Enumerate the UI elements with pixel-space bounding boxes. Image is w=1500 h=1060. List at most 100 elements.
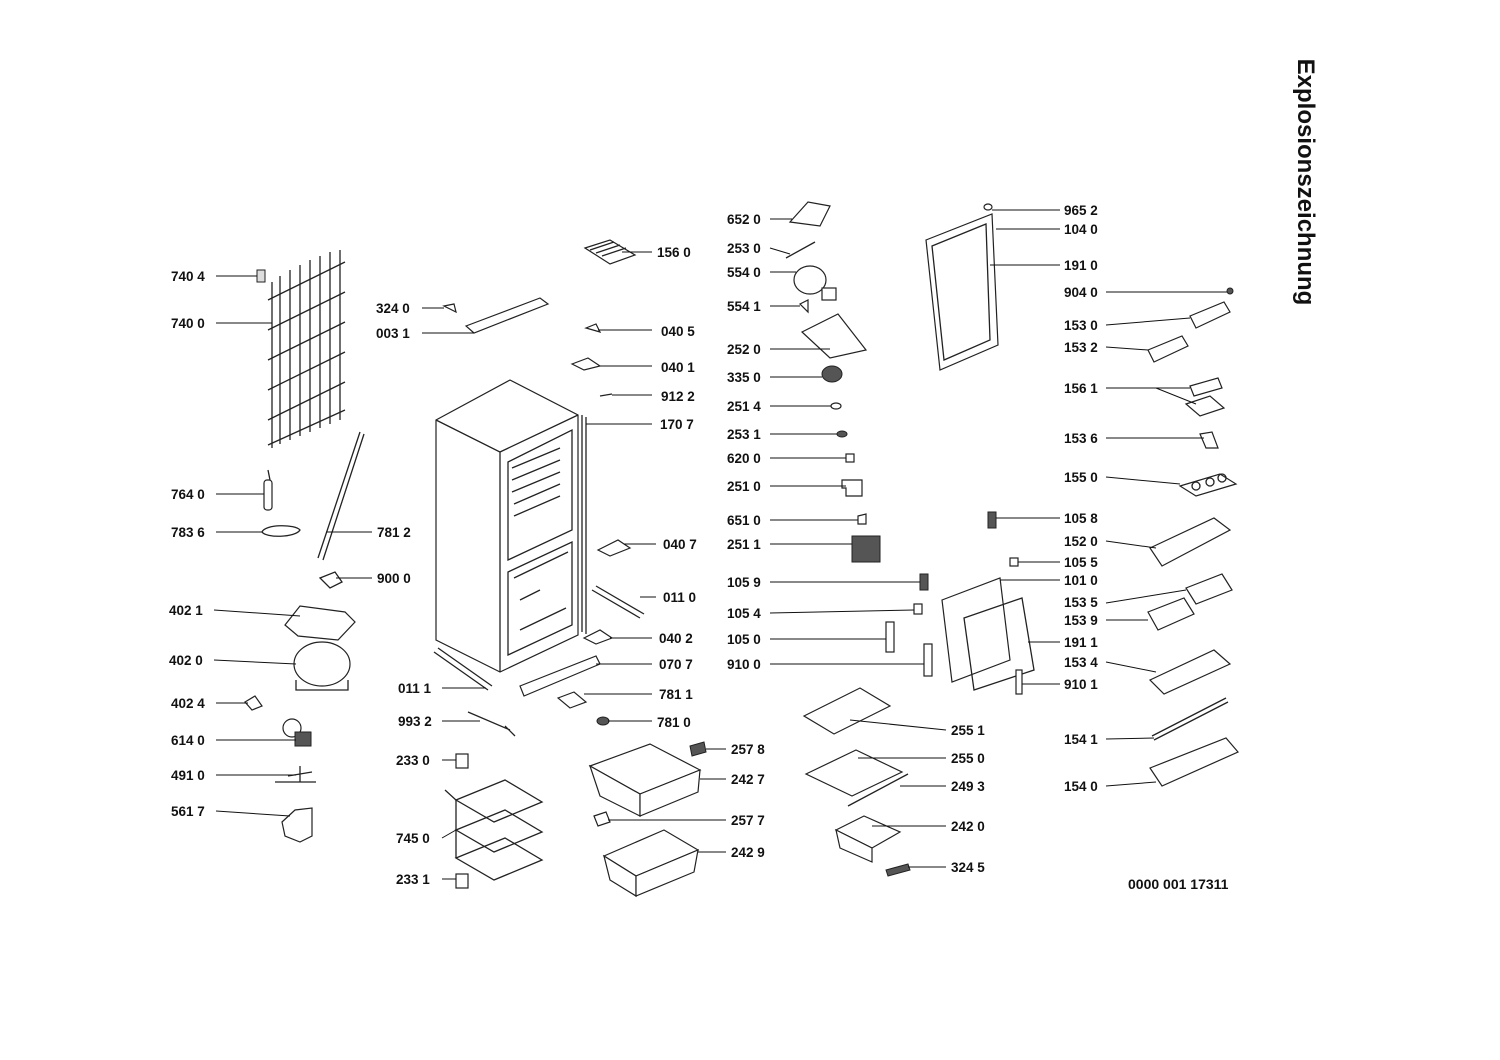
bracket-402-4 <box>244 695 263 711</box>
clip-900 <box>318 571 343 589</box>
part-965-2 <box>983 203 993 211</box>
callout-781-2: 781 2 <box>377 525 411 540</box>
drawer-242-7 <box>588 743 702 817</box>
rail-011-0 <box>591 585 645 619</box>
cover-561 <box>281 807 313 843</box>
shelf-153-0 <box>1189 301 1231 329</box>
callout-105-8: 105 8 <box>1064 511 1098 526</box>
cabinet <box>435 379 579 673</box>
part-910-0 <box>923 643 933 677</box>
callout-910-0: 910 0 <box>727 657 761 672</box>
callout-764-0: 764 0 <box>171 487 205 502</box>
wire-shelves-745 <box>444 779 544 881</box>
part-105-9 <box>919 573 929 591</box>
callout-070-7: 070 7 <box>659 657 693 672</box>
part-040-2 <box>582 629 614 645</box>
part-652-0 <box>788 201 831 227</box>
callout-740-4: 740 4 <box>171 269 205 284</box>
door-104 <box>925 213 999 371</box>
box-242-0 <box>834 815 902 863</box>
part-105-8 <box>987 511 997 529</box>
callout-745-0: 745 0 <box>396 831 430 846</box>
callout-255-1: 255 1 <box>951 723 985 738</box>
part-554-0 <box>793 265 837 301</box>
part-251-4 <box>830 402 842 410</box>
part-040-1 <box>570 357 602 371</box>
callout-253-1: 253 1 <box>727 427 761 442</box>
door-101 <box>941 577 1035 691</box>
part-153-6 <box>1199 431 1219 449</box>
leader-lines <box>213 209 1227 880</box>
part-324-5 <box>885 863 911 877</box>
shelf-154-0 <box>1149 737 1239 787</box>
callout-335-0: 335 0 <box>727 370 761 385</box>
part-781-1 <box>556 691 588 709</box>
callout-153-6: 153 6 <box>1064 431 1098 446</box>
callout-491-0: 491 0 <box>171 768 205 783</box>
shelf-153-5 <box>1185 573 1233 605</box>
callout-011-1: 011 1 <box>398 681 432 696</box>
callout-040-1: 040 1 <box>661 360 695 375</box>
part-257-8 <box>689 741 707 757</box>
callout-912-2: 912 2 <box>661 389 695 404</box>
part-105-5 <box>1009 557 1019 567</box>
callout-labels: 740 4 740 0 764 0 783 6 402 1 402 0 402 … <box>169 203 1098 887</box>
relay <box>282 718 312 747</box>
callout-620-0: 620 0 <box>727 451 761 466</box>
callout-910-1: 910 1 <box>1064 677 1098 692</box>
callout-233-0: 233 0 <box>396 753 430 768</box>
callout-252-0: 252 0 <box>727 342 761 357</box>
callout-324-5: 324 5 <box>951 860 985 875</box>
part-252-0 <box>800 313 868 359</box>
starter-491 <box>275 766 316 783</box>
door-seal-170 <box>581 415 587 634</box>
callout-040-2: 040 2 <box>659 631 693 646</box>
callout-402-4: 402 4 <box>171 696 205 711</box>
part-781-0 <box>596 716 610 726</box>
callout-156-1: 156 1 <box>1064 381 1098 396</box>
shelf-255-1 <box>802 687 892 735</box>
callout-105-5: 105 5 <box>1064 555 1098 570</box>
callout-965-2: 965 2 <box>1064 203 1098 218</box>
callout-105-9: 105 9 <box>727 575 761 590</box>
part-drawings <box>244 201 1239 898</box>
part-105-0 <box>885 621 895 653</box>
drawer-242-9 <box>602 829 700 898</box>
callout-257-8: 257 8 <box>731 742 765 757</box>
rail-011-1 <box>433 647 493 691</box>
egg-tray-155-0 <box>1178 473 1238 497</box>
shelf-152-0 <box>1149 517 1232 567</box>
part-993-2 <box>467 711 516 737</box>
callout-153-2: 153 2 <box>1064 340 1098 355</box>
callout-253-0: 253 0 <box>727 241 761 256</box>
part-904-0 <box>1226 287 1234 295</box>
callout-324-0: 324 0 <box>376 301 410 316</box>
part-156-1b <box>1184 395 1226 417</box>
part-156-1 <box>1189 377 1223 397</box>
callout-554-1: 554 1 <box>727 299 761 314</box>
callout-156-0: 156 0 <box>657 245 691 260</box>
part-251-0 <box>841 479 863 497</box>
callout-104-0: 104 0 <box>1064 222 1098 237</box>
callout-257-7: 257 7 <box>731 813 765 828</box>
condenser-coil <box>256 250 346 448</box>
callout-105-4: 105 4 <box>727 606 761 621</box>
callout-154-0: 154 0 <box>1064 779 1098 794</box>
callout-153-5: 153 5 <box>1064 595 1098 610</box>
callout-155-0: 155 0 <box>1064 470 1098 485</box>
part-253-1 <box>836 430 848 438</box>
callout-740-0: 740 0 <box>171 316 205 331</box>
callout-251-4: 251 4 <box>727 399 761 414</box>
part-910-1 <box>1015 669 1023 695</box>
callout-011-0: 011 0 <box>663 590 696 605</box>
part-253-0 <box>785 241 816 259</box>
part-257-7 <box>593 811 611 827</box>
clip-324-0 <box>442 303 457 314</box>
filter-drier <box>263 479 273 511</box>
callout-242-7: 242 7 <box>731 772 765 787</box>
ice-tray-156-0 <box>583 239 637 265</box>
callout-614-0: 614 0 <box>171 733 205 748</box>
foot-233-1 <box>455 873 469 889</box>
callout-652-0: 652 0 <box>727 212 761 227</box>
top-cover-003 <box>464 297 550 334</box>
